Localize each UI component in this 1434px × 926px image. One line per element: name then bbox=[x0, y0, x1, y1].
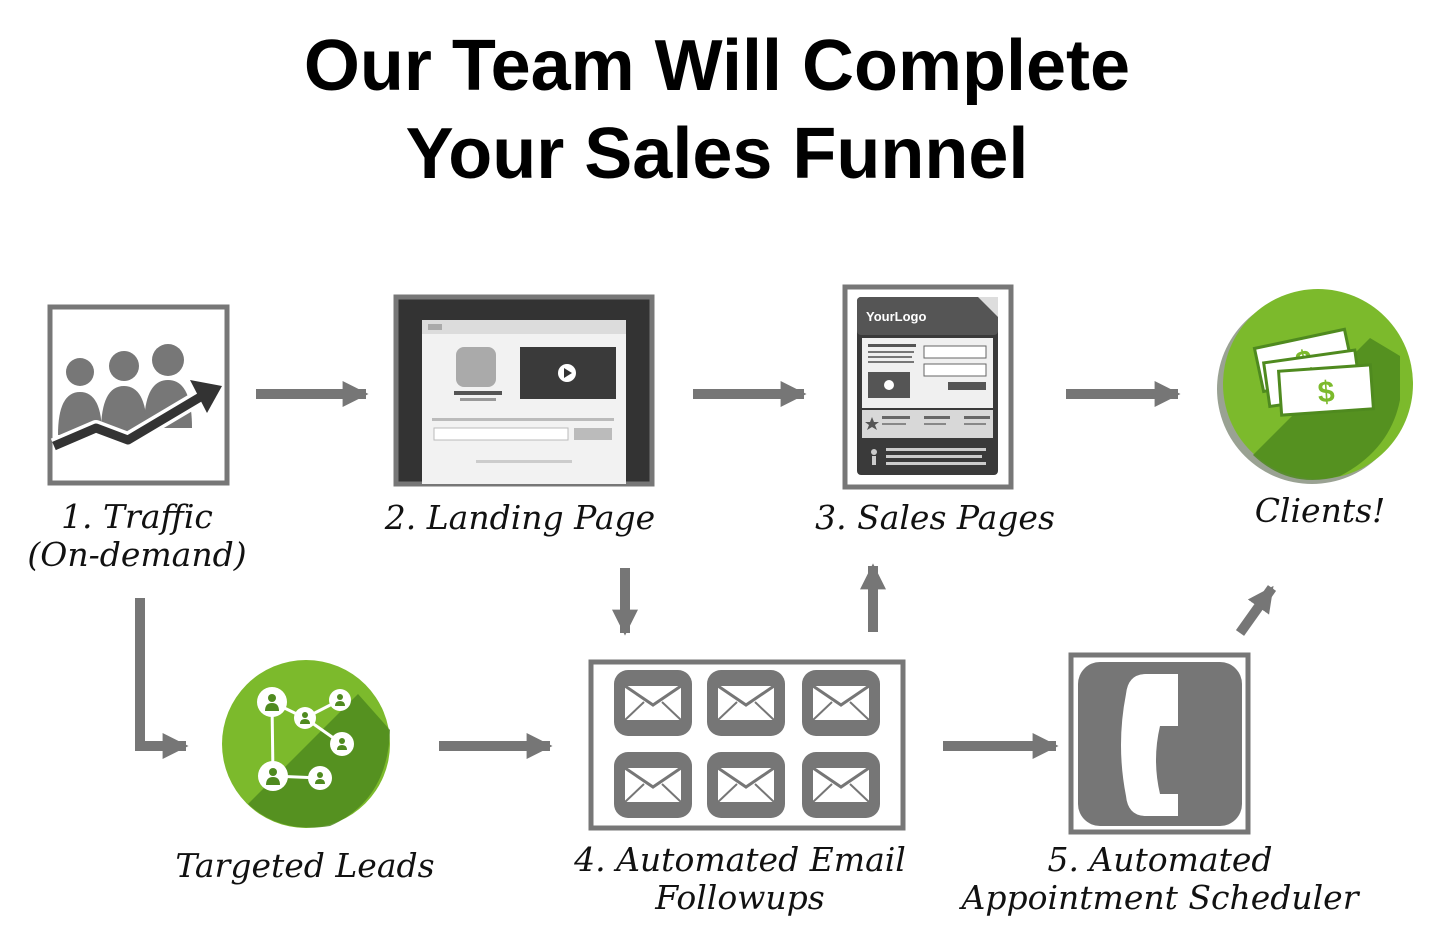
svg-text:YourLogo: YourLogo bbox=[866, 309, 926, 324]
email-followups-label: 4. Automated Email Followups bbox=[540, 841, 940, 917]
envelope-icon bbox=[614, 752, 692, 818]
email-label-line-1: 4. Automated Email bbox=[574, 840, 906, 879]
title-line-2: Your Sales Funnel bbox=[405, 114, 1029, 194]
phone-icon bbox=[1068, 652, 1251, 835]
envelope-icon bbox=[802, 670, 880, 736]
network-leads-icon bbox=[222, 660, 390, 828]
clients-label: Clients! bbox=[1254, 491, 1386, 530]
envelope-icon bbox=[802, 752, 880, 818]
sales-page-icon: YourLogo bbox=[842, 284, 1014, 490]
scheduler-label-line-2: Appointment Scheduler bbox=[961, 878, 1359, 917]
envelope-icon bbox=[707, 752, 785, 818]
traffic-label: 1. Traffic (On-demand) bbox=[14, 498, 260, 574]
sales-pages-label: 3. Sales Pages bbox=[815, 498, 1055, 537]
targeted-leads-label: Targeted Leads bbox=[175, 846, 435, 885]
scheduler-label-line-1: 5. Automated bbox=[1047, 840, 1273, 879]
money-icon: $ $ $ bbox=[1217, 289, 1413, 484]
title-line-1: Our Team Will Complete bbox=[303, 26, 1131, 106]
svg-text:$: $ bbox=[1317, 375, 1336, 409]
landing-page-icon bbox=[393, 294, 655, 487]
envelope-icon bbox=[614, 670, 692, 736]
envelope-icon bbox=[707, 670, 785, 736]
traffic-label-line-1: 1. Traffic bbox=[61, 497, 213, 536]
scheduler-label: 5. Automated Appointment Scheduler bbox=[930, 841, 1390, 917]
email-label-line-2: Followups bbox=[655, 878, 825, 917]
traffic-growth-icon bbox=[47, 304, 230, 486]
envelope-group bbox=[614, 670, 880, 818]
traffic-label-line-2: (On-demand) bbox=[27, 535, 247, 574]
flow-arrows bbox=[135, 381, 1277, 759]
landing-page-label: 2. Landing Page bbox=[384, 498, 656, 537]
